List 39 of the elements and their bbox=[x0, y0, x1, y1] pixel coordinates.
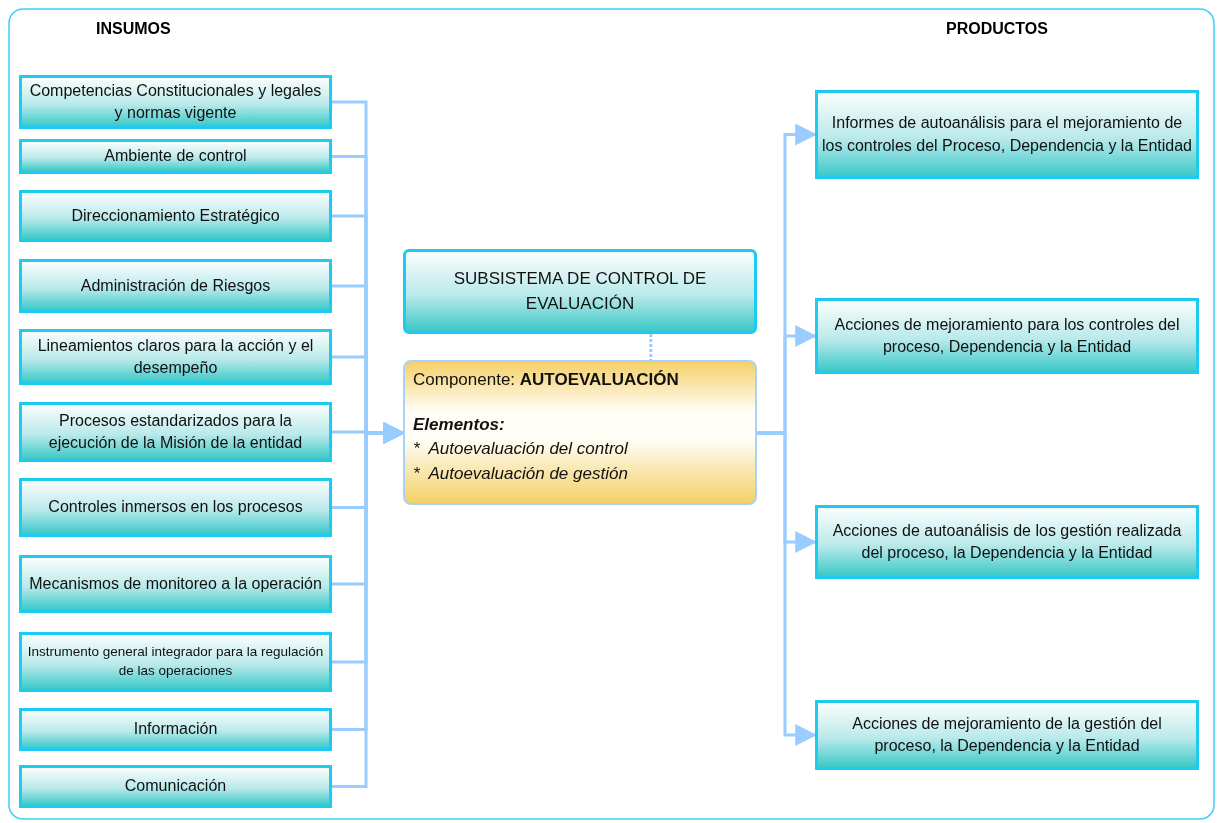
box-text: Acciones de mejoramiento para los controles del proceso, Dependencia y la Entidad bbox=[833, 314, 1181, 357]
box-text: Instrumento general integrador para la regulación de las operaciones bbox=[26, 643, 325, 680]
subsystem-title: SUBSISTEMA DE CONTROL DE EVALUACIÓN bbox=[452, 267, 708, 315]
elements-heading: Elementos: bbox=[413, 413, 505, 436]
box-text: Procesos estandarizados para la ejecución de la Misión de la entidad bbox=[47, 410, 304, 453]
column-heading: PRODUCTOS bbox=[946, 20, 1048, 38]
box-text: Información bbox=[132, 719, 219, 740]
input-box bbox=[19, 259, 332, 313]
box-text: Comunicación bbox=[123, 776, 228, 797]
input-box bbox=[19, 402, 332, 462]
box-text: Acciones de mejoramiento de la gestión del proceso, la Dependencia y la Entidad bbox=[851, 713, 1163, 756]
input-box bbox=[19, 555, 332, 613]
box-text: Lineamientos claros para la acción y el desempeño bbox=[36, 335, 315, 378]
box-text: Administración de Riesgos bbox=[79, 275, 272, 296]
subsystem-box bbox=[403, 249, 757, 334]
product-box bbox=[815, 298, 1199, 374]
element-item: * Autoevaluación del control bbox=[413, 438, 628, 461]
box-text: Mecanismos de monitoreo a la operación bbox=[28, 573, 323, 594]
product-box bbox=[815, 700, 1199, 770]
component-box bbox=[403, 360, 757, 505]
product-box bbox=[815, 90, 1199, 179]
input-box bbox=[19, 75, 332, 129]
input-box bbox=[19, 329, 332, 385]
input-box bbox=[19, 478, 332, 537]
component-title: Componente: AUTOEVALUACIÓN bbox=[413, 369, 679, 391]
box-text: Controles inmersos en los procesos bbox=[47, 497, 304, 518]
column-heading: INSUMOS bbox=[96, 20, 171, 38]
input-box bbox=[19, 708, 332, 751]
product-box bbox=[815, 505, 1199, 579]
input-box bbox=[19, 190, 332, 242]
element-item: * Autoevaluación de gestión bbox=[413, 462, 628, 485]
box-text: Competencias Constitucionales y legales y normas vigente bbox=[28, 80, 323, 123]
input-box bbox=[19, 632, 332, 692]
box-text: Acciones de autoanálisis de los gestión realizada del proceso, la Dependencia y la Entidad bbox=[831, 520, 1183, 563]
box-text: Ambiente de control bbox=[103, 146, 248, 167]
input-box bbox=[19, 139, 332, 174]
box-text: Direccionamiento Estratégico bbox=[70, 205, 281, 226]
box-text: Informes de autoanálisis para el mejoramiento de los controles del Proceso, Dependencia y la Entidad bbox=[821, 113, 1193, 156]
input-box bbox=[19, 765, 332, 808]
